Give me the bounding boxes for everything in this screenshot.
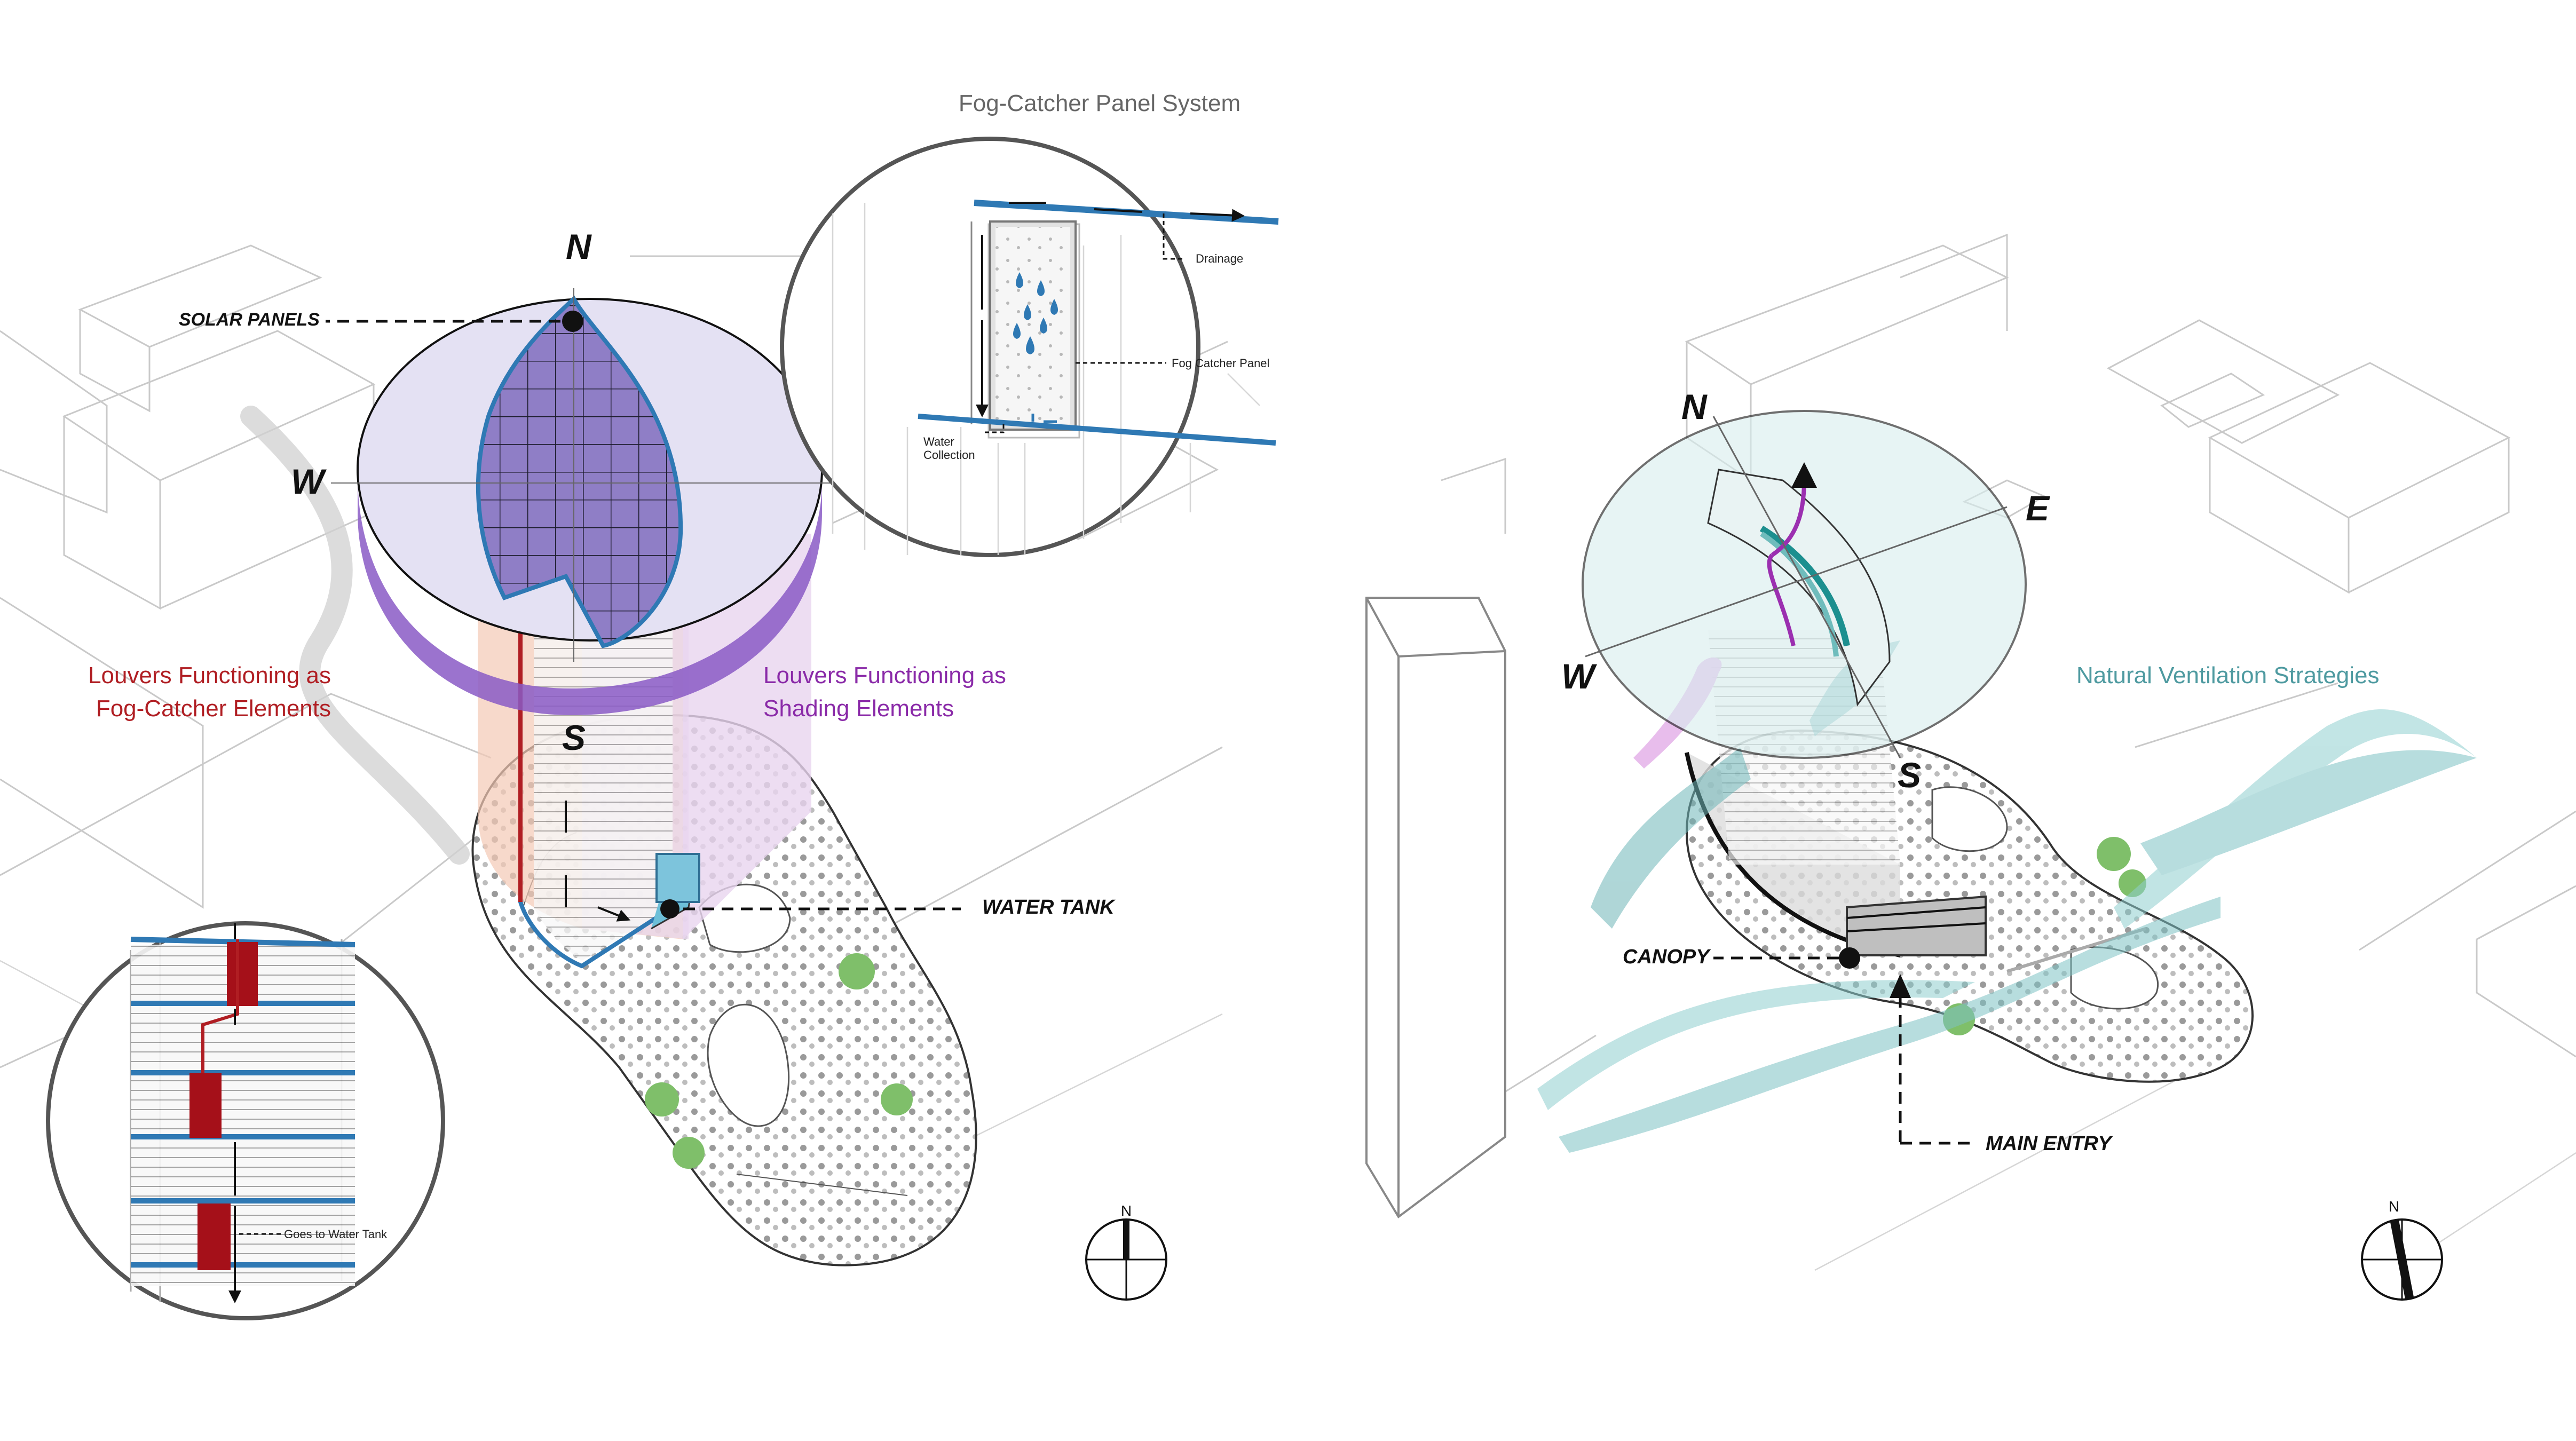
main-entry-callout: MAIN ENTRY bbox=[1890, 974, 2113, 1155]
tree-icon bbox=[645, 1082, 679, 1117]
compass-west: W bbox=[291, 462, 327, 501]
compass-disk-left: N W E S bbox=[291, 227, 873, 757]
water-collection-label-line1: Water bbox=[923, 435, 954, 448]
right-diagram: N E W S CANOPY MAIN ENTRY Natural Ventil… bbox=[1365, 233, 2576, 1301]
left-diagram: N W E S SOLAR PANELS WATER TANK Louvers … bbox=[0, 90, 1279, 1320]
fog-catcher-panel-label: Fog Catcher Panel bbox=[1172, 357, 1269, 370]
compass-east-right: E bbox=[2026, 488, 2050, 528]
tall-building-right bbox=[1365, 597, 1506, 1218]
fog-catcher-annotation-line2: Fog-Catcher Elements bbox=[96, 695, 331, 722]
shading-annotation-line1: Louvers Functioning as bbox=[763, 662, 1006, 688]
fog-catcher-inset-title: Fog-Catcher Panel System bbox=[959, 90, 1240, 116]
compass-west-right: W bbox=[1561, 656, 1597, 696]
ventilation-ribbons bbox=[1537, 640, 2477, 1153]
canopy bbox=[1846, 895, 1987, 956]
wind-ribbon-grey bbox=[240, 406, 470, 865]
compass-disk-right: N E W S bbox=[1561, 387, 2050, 795]
north-arrow-label: N bbox=[1121, 1202, 1132, 1219]
water-collection-label-line2: Collection bbox=[923, 448, 975, 462]
arrow-up-icon bbox=[1890, 974, 1911, 998]
ventilation-annotation: Natural Ventilation Strategies bbox=[2076, 662, 2379, 688]
canopy-label: CANOPY bbox=[1623, 946, 1711, 968]
fog-catcher-annotation-line1: Louvers Functioning as bbox=[88, 662, 331, 688]
canopy-callout: CANOPY bbox=[1623, 946, 1860, 969]
solar-panels-callout: SOLAR PANELS bbox=[179, 310, 583, 332]
solar-panels-label: SOLAR PANELS bbox=[179, 310, 320, 330]
water-droplet-icons bbox=[1013, 272, 1058, 354]
tree-icon bbox=[673, 1137, 705, 1169]
compass-south: S bbox=[562, 718, 586, 757]
water-tank-callout: WATER TANK bbox=[660, 896, 1116, 919]
tower-left bbox=[478, 534, 811, 969]
water-tank bbox=[655, 853, 700, 903]
compass-north: N bbox=[566, 227, 592, 266]
north-arrow-label-right: N bbox=[2389, 1198, 2399, 1215]
tree-icon bbox=[2097, 837, 2131, 871]
main-entry-label: MAIN ENTRY bbox=[1986, 1133, 2113, 1155]
drainage-label: Drainage bbox=[1196, 252, 1243, 265]
water-tank-label: WATER TANK bbox=[982, 896, 1116, 919]
compass-north-right: N bbox=[1681, 387, 1708, 426]
louver-detail-inset: Goes to Water Tank bbox=[46, 921, 445, 1320]
fog-catcher-inset: Drainage Fog Catcher Panel Water Collect… bbox=[780, 137, 1279, 557]
shading-annotation-line2: Shading Elements bbox=[763, 695, 954, 722]
north-arrow-left: N bbox=[1085, 1202, 1167, 1301]
north-arrow-right: N bbox=[2361, 1198, 2443, 1301]
goes-to-water-tank-label: Goes to Water Tank bbox=[284, 1228, 388, 1241]
compass-south-right: S bbox=[1898, 755, 1921, 795]
tree-icon bbox=[881, 1083, 913, 1115]
tree-icon bbox=[839, 953, 875, 989]
